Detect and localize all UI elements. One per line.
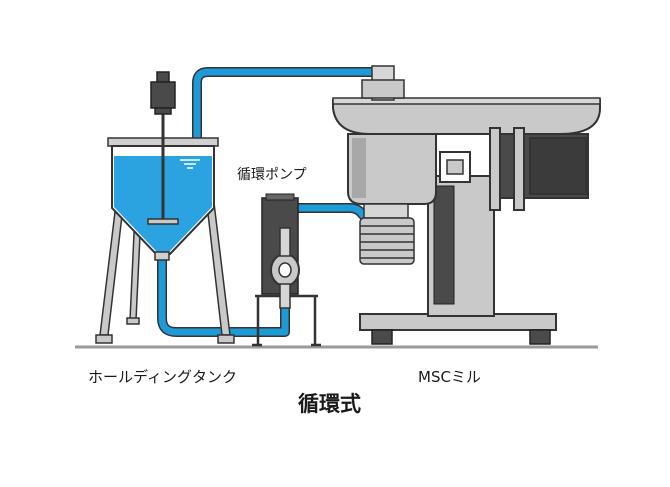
- holding-tank: [95, 71, 235, 344]
- bead-mill-icon: [332, 65, 601, 345]
- mill-top-plate: [332, 99, 601, 135]
- agitator-impeller: [147, 218, 179, 225]
- diaphragm-pump-icon: [252, 193, 321, 347]
- pump-label: 循環ポンプ: [237, 167, 307, 183]
- tank-label: ホールディングタンク: [88, 368, 237, 386]
- diagram-title: 循環式: [298, 392, 361, 416]
- tank-outlet: [154, 251, 170, 261]
- mill-vessel: [347, 133, 437, 205]
- motor-icon: [150, 71, 176, 115]
- mill-label: MSCミル: [418, 368, 481, 386]
- mill-lower-chamber: [359, 217, 415, 265]
- mill-motor: [489, 127, 589, 211]
